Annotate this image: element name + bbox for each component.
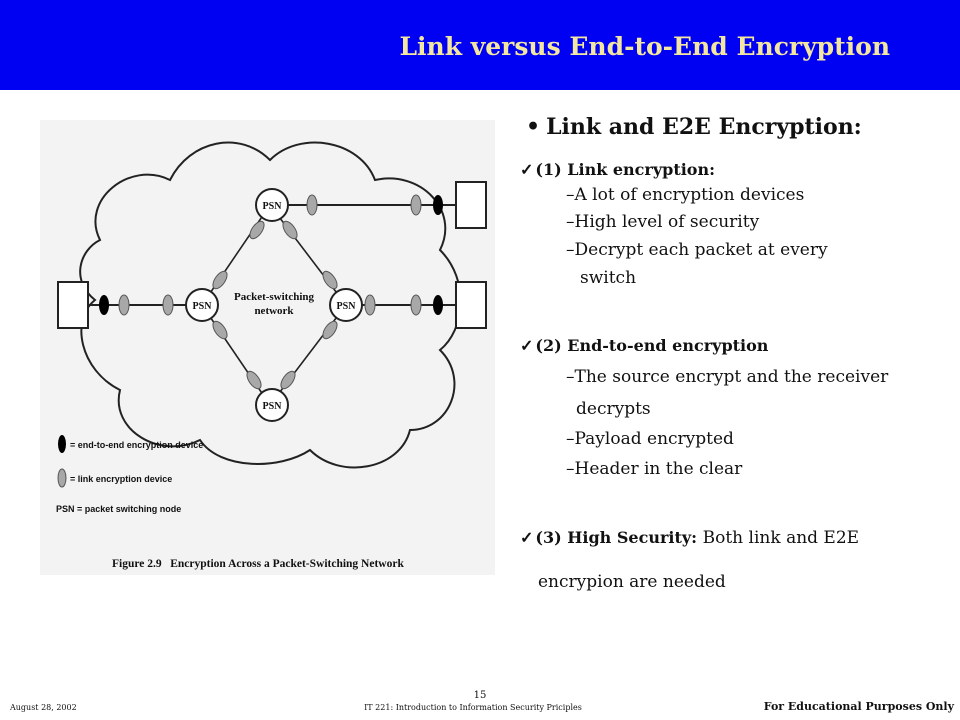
network-diagram: PSN PSN PSN PSN Packet-switching network…	[56, 141, 487, 570]
link-device-icon	[280, 370, 296, 390]
footer-date: August 28, 2002	[10, 703, 77, 712]
link-device-icon	[364, 294, 376, 316]
host-right-top	[455, 181, 487, 229]
link-device-icon	[322, 270, 338, 290]
e2e-encryption-label: ✓(2) End-to-end encryption	[520, 336, 769, 355]
psn-node-bottom	[255, 388, 289, 422]
psn-label: PSN	[193, 301, 213, 312]
list-item: –The source encrypt and the receiver	[566, 367, 889, 387]
link-device-icon	[410, 194, 422, 216]
link-device-icon	[212, 270, 228, 290]
list-item: –High level of security	[566, 212, 760, 232]
link-device-icon	[322, 320, 338, 340]
section-heading: •Link and E2E Encryption:	[526, 114, 862, 140]
legend-e2e: = end-to-end encryption device	[70, 440, 203, 450]
list-item: –Payload encrypted	[566, 429, 734, 449]
checkmark-icon: ✓	[520, 528, 534, 547]
e2e-device-icon	[99, 295, 109, 315]
footer-course: IT 221: Introduction to Information Secu…	[364, 703, 582, 712]
link-device-icon	[282, 220, 298, 240]
header-band	[0, 0, 960, 90]
link-device-icon	[246, 370, 262, 390]
high-security-label: ✓(3) High Security: Both link and E2E	[520, 528, 860, 548]
legend-psn: PSN = packet switching node	[56, 504, 181, 514]
legend-link-icon	[57, 468, 67, 488]
slide-title: Link versus End-to-End Encryption	[399, 32, 890, 61]
link-device-icon	[212, 320, 228, 340]
page-number: 15	[473, 690, 487, 701]
list-item: –Header in the clear	[566, 459, 743, 479]
link-device-icon	[249, 220, 265, 240]
psn-node-right	[329, 288, 363, 322]
link-encryption-label: ✓(1) Link encryption:	[520, 160, 716, 179]
list-item: switch	[580, 268, 637, 288]
psn-label: PSN	[263, 401, 283, 412]
psn-label: PSN	[337, 301, 357, 312]
cloud-shape	[79, 141, 462, 469]
link-device-icon	[410, 294, 422, 316]
link-device-icon	[162, 294, 174, 316]
figure-encryption-network: PSN PSN PSN PSN Packet-switching network…	[40, 120, 495, 575]
list-item: –Decrypt each packet at every	[566, 240, 828, 260]
cloud-label: Packet-switching	[234, 291, 315, 303]
legend-e2e-icon	[58, 435, 66, 453]
link-device-icon	[118, 294, 130, 316]
footer-note: For Educational Purposes Only	[763, 700, 954, 713]
e2e-device-icon	[433, 295, 443, 315]
legend-link: = link encryption device	[70, 474, 172, 484]
checkmark-icon: ✓	[520, 336, 534, 355]
host-right-bottom	[455, 281, 487, 329]
psn-node-top	[255, 188, 289, 222]
cloud-label: network	[254, 305, 294, 317]
host-left	[57, 281, 89, 329]
e2e-device-icon	[433, 195, 443, 215]
psn-label: PSN	[263, 201, 283, 212]
psn-node-left	[185, 288, 219, 322]
list-item: decrypts	[576, 399, 651, 419]
list-item: –A lot of encryption devices	[566, 185, 805, 205]
figure-caption: Figure 2.9 Encryption Across a Packet-Sw…	[112, 558, 404, 570]
high-security-continuation: encrypion are needed	[538, 572, 726, 592]
link-device-icon	[306, 194, 318, 216]
checkmark-icon: ✓	[520, 160, 534, 179]
